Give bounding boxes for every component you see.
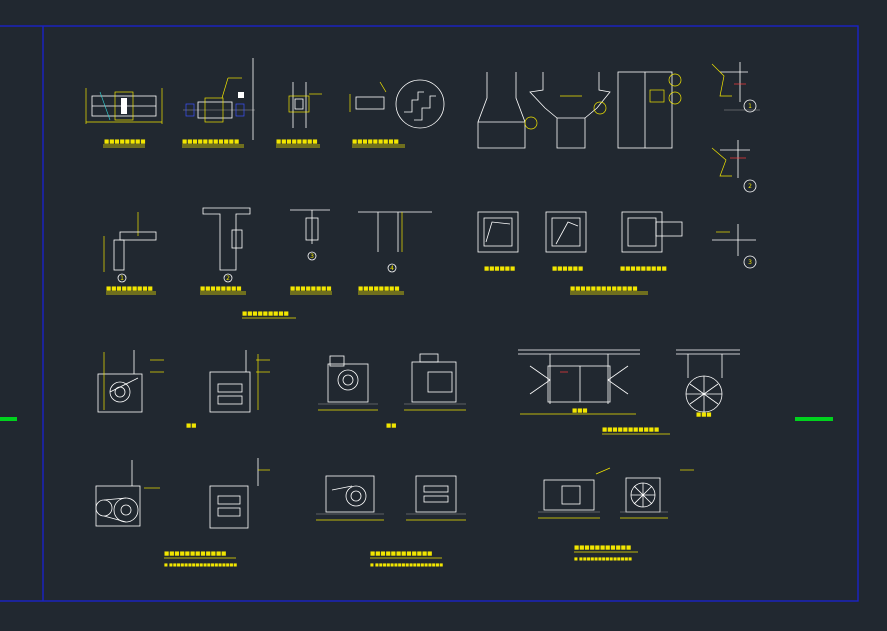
detail-fan-a-side[interactable]: ■■	[97, 350, 196, 429]
svg-text:■■■■■■■■■■■■: ■■■■■■■■■■■■	[370, 551, 432, 557]
svg-text:■ ■■■■■■■■■■■■■■■■■■: ■ ■■■■■■■■■■■■■■■■■■	[164, 562, 237, 567]
svg-text:■■: ■■	[186, 423, 196, 429]
svg-text:■■■■■■■■■: ■■■■■■■■■	[106, 286, 153, 292]
detail-roof-vent-openings[interactable]: ■■■■■■ ■■■■■■ ■■■■■■■■■ ■■■■■■■■■■■■■	[477, 211, 683, 295]
svg-text:■■■■■■■■■: ■■■■■■■■■	[620, 266, 667, 272]
svg-text:■■■■■■■■: ■■■■■■■■	[200, 286, 242, 292]
svg-text:■■■■■■■■■■■: ■■■■■■■■■■■	[182, 139, 239, 145]
detail-fire-damper-install[interactable]: ■■■■■■■■	[85, 88, 163, 148]
detail-fan-b-side[interactable]: ■■	[318, 355, 396, 429]
title-cabinet-fan: ■■■■■■■■■■■ ■ ■■■■■■■■■■■■■■	[574, 545, 638, 561]
svg-text:1: 1	[120, 275, 124, 282]
detail-wall-damper-side[interactable]: ■■■■■■■■	[276, 82, 322, 148]
svg-text:■■■■■■■■: ■■■■■■■■	[276, 139, 318, 145]
svg-text:■■■■■■■■■■■■: ■■■■■■■■■■■■	[164, 551, 226, 557]
marker-1: 1	[748, 103, 752, 110]
svg-text:■■■: ■■■	[696, 412, 712, 418]
svg-text:■■■■■■■■: ■■■■■■■■	[358, 286, 400, 292]
title-fan-d: ■■■■■■■■■■■■ ■ ■■■■■■■■■■■■■■■■■■	[370, 551, 443, 567]
detail-steel-hanger-4[interactable]: 4 ■■■■■■■■	[358, 211, 432, 295]
svg-text:■■■■■■■■■■■■■: ■■■■■■■■■■■■■	[570, 286, 638, 292]
leader-lines	[144, 359, 694, 489]
detail-suspended-fan-section[interactable]: ■■■	[518, 349, 640, 415]
svg-text:■■■■■■■■■■■: ■■■■■■■■■■■	[602, 427, 659, 433]
svg-text:4: 4	[390, 265, 394, 272]
svg-text:■■■■■■■■■■■: ■■■■■■■■■■■	[574, 545, 631, 551]
svg-text:2: 2	[226, 275, 230, 282]
detail-fan-d-side[interactable]	[316, 475, 384, 521]
detail-roof-node-2[interactable]: 2	[711, 140, 757, 193]
svg-text:■■■■■■■■: ■■■■■■■■	[104, 139, 146, 145]
svg-text:■■■■■■■■: ■■■■■■■■	[290, 286, 332, 292]
title-fan-c: ■■■■■■■■■■■■ ■ ■■■■■■■■■■■■■■■■■■	[164, 551, 237, 567]
right-edge-marker	[795, 417, 833, 421]
detail-fan-b-front[interactable]	[404, 353, 466, 411]
left-edge-marker	[0, 417, 17, 421]
svg-text:■ ■■■■■■■■■■■■■■: ■ ■■■■■■■■■■■■■■	[574, 556, 632, 561]
detail-roof-node-1[interactable]: 1	[711, 62, 760, 113]
detail-steel-hanger-1[interactable]: 1 ■■■■■■■■■	[103, 212, 157, 295]
marker-2: 2	[748, 183, 752, 190]
title-hanger-details: ■■■■■■■■■	[242, 311, 296, 319]
svg-text:■ ■■■■■■■■■■■■■■■■■■: ■ ■■■■■■■■■■■■■■■■■■	[370, 562, 443, 567]
svg-text:■■■: ■■■	[572, 408, 588, 414]
detail-fan-a-front[interactable]	[209, 350, 259, 413]
detail-fan-c-side[interactable]	[95, 460, 141, 527]
detail-suspended-fan-end[interactable]: ■■■	[676, 349, 740, 418]
detail-fan-c-front[interactable]	[209, 458, 259, 529]
svg-text:■■: ■■	[386, 423, 396, 429]
detail-wall-penetration[interactable]: ■■■■■■■■■■■	[182, 58, 255, 148]
sheet-border	[0, 25, 859, 602]
detail-cabinet-fan-side[interactable]	[538, 479, 600, 519]
detail-roof-exhaust-hoods[interactable]	[477, 71, 682, 149]
detail-fan-d-front[interactable]	[406, 475, 466, 521]
detail-louver-damper[interactable]: ■■■■■■■■■	[349, 79, 445, 148]
svg-text:■■■■■■■■■: ■■■■■■■■■	[352, 139, 399, 145]
detail-steel-hanger-3[interactable]: 3 ■■■■■■■■	[290, 209, 332, 295]
title-suspended-fan: ■■■■■■■■■■■	[602, 427, 670, 435]
svg-text:■■■■■■■■■: ■■■■■■■■■	[242, 311, 289, 317]
detail-cabinet-fan-front[interactable]	[620, 477, 668, 519]
marker-3: 3	[748, 259, 752, 266]
detail-roof-node-3[interactable]: 3	[712, 224, 757, 269]
svg-text:■■■■■■: ■■■■■■	[552, 266, 583, 272]
detail-steel-hanger-2[interactable]: 2 ■■■■■■■■	[200, 207, 251, 295]
svg-text:3: 3	[310, 253, 314, 260]
svg-text:■■■■■■: ■■■■■■	[484, 266, 515, 272]
